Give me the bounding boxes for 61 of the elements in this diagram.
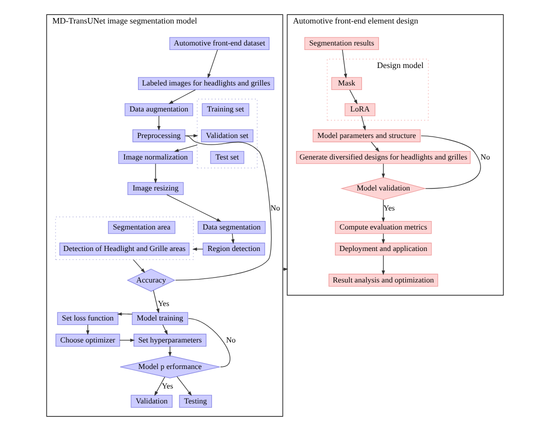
node-box: Data segmentation (198, 221, 266, 234)
edge-label: Yes (162, 382, 174, 391)
arrow (370, 142, 380, 152)
node-box: Mask (331, 77, 362, 90)
node-box: Data augmentation (124, 103, 194, 116)
node-box: Deployment and application (334, 242, 432, 256)
node-box: LoRA (344, 103, 376, 116)
arrow (342, 49, 348, 78)
arrow (382, 200, 385, 222)
arrow (361, 116, 366, 131)
arrow (162, 324, 168, 335)
connector (420, 135, 481, 189)
node-box: Validation (130, 394, 173, 408)
node-box: Test set (210, 151, 244, 164)
arrow (119, 338, 135, 342)
arrow (154, 376, 166, 396)
edge-label: No (226, 335, 236, 344)
arrow (174, 144, 198, 152)
arrow (154, 163, 158, 184)
arrow (349, 90, 358, 104)
node-box: Segmentation area (108, 221, 176, 234)
node-box: Set hyperparameters (134, 334, 206, 347)
edge-label: No (270, 203, 280, 212)
arrow (168, 346, 172, 357)
node-box: Testing (179, 394, 212, 408)
connector (188, 318, 230, 368)
arrow (153, 290, 160, 314)
arrow (382, 163, 385, 178)
node-diamond: Model validation (340, 177, 426, 200)
node-box: Result analysis and optimization (328, 274, 438, 287)
node-box: Image resizing (127, 182, 184, 195)
edge-label: Yes (384, 203, 395, 212)
node-box: Validation set (201, 129, 254, 142)
arrow (176, 376, 192, 396)
node-box: Segmentation results (304, 37, 379, 50)
node-box: Choose optimizer (56, 334, 120, 347)
node-box: Training set (202, 103, 250, 116)
node-box: Labeled images for headlights and grilles (138, 77, 274, 90)
node-box: Region detection (202, 242, 266, 256)
node-box: Detection of Headlight and Grille areas (59, 242, 190, 256)
node-box: Generate diversified designs for headlights and grilles (296, 151, 471, 164)
node-box: Model training (132, 312, 188, 325)
edge-label: No (480, 152, 490, 162)
arrow (166, 194, 222, 222)
arrow (133, 259, 146, 273)
arrow (382, 255, 385, 276)
node-diamond: Model p erformance (120, 355, 220, 378)
node-box: Image normalization (118, 151, 193, 164)
arrow (117, 312, 133, 316)
edge-label: Yes (158, 298, 170, 308)
arrow (231, 233, 235, 244)
node-box: Set loss function (57, 312, 118, 325)
node-box: Automotive front-end dataset (169, 37, 270, 50)
arrow (157, 116, 161, 131)
node-box: Preprocessing (132, 129, 186, 142)
cluster (196, 98, 258, 168)
node-box: Compute evaluation metrics (334, 221, 432, 234)
node-box: Model parameters and structure (312, 129, 421, 142)
arrow (208, 49, 218, 78)
arrow (168, 89, 196, 104)
cluster (55, 216, 194, 260)
